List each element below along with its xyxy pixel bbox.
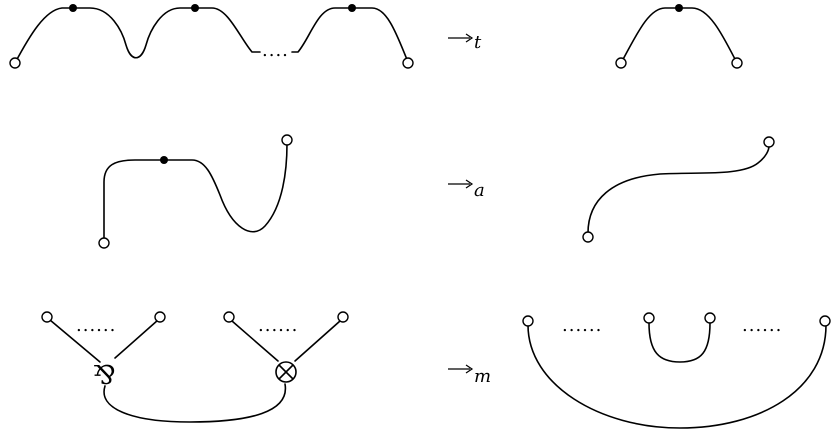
row-a-left-net [98,134,293,249]
row-m-tensor-port-left [223,311,235,323]
row-m-tensor-link-left [231,320,279,362]
row-m-tensor-port-right [337,311,349,323]
row-m-arrow: m [448,364,491,387]
row-m-par-symbol: ⅋ [93,361,116,391]
row-m-label: m [474,366,491,387]
row-m-right-net: ...... ...... [522,312,831,429]
row-a-arrow: a [448,179,485,201]
row-m-par-link-right [114,319,159,359]
row-a-right-wire [587,145,770,234]
row-t-left-dot-3 [348,4,356,12]
row-m-par-link-left [49,319,101,363]
row-t-left-wire-end [291,7,409,63]
row-t-left-dot-2 [191,4,199,12]
row-t-left-net: .... [9,4,414,69]
row-m-tensor-link-right [294,320,341,362]
row-m-right-port-inner-right [704,312,716,324]
row-m-par-port-left [41,311,53,323]
row-a-left-port-bottom [98,237,110,249]
row-a-right-net [582,136,775,243]
row-t-left-dot-1 [69,4,77,12]
row-a-label: a [474,180,485,201]
row-m-cut-link [103,383,287,423]
row-m-tensor-ellipsis: ...... [258,315,298,336]
row-m-right-port-outer-right [819,315,831,327]
row-t-right-wire [620,7,738,64]
row-m-tensor-symbol [275,361,297,383]
row-t-right-port-left [615,57,627,69]
row-a-left-port-top [281,134,293,146]
row-t-ellipsis: .... [262,40,289,61]
row-a-right-port-bottom [582,231,594,243]
row-t-right-port-right [731,57,743,69]
row-t-left-port-right [402,57,414,69]
row-t-left-wire [14,7,261,64]
row-a-right-port-top [763,136,775,148]
row-m-left-net: ...... ⅋ ...... [41,311,349,423]
row-t-label: t [474,32,482,53]
row-t-left-port-left [9,57,21,69]
row-t-right-net [615,4,743,69]
row-a-left-wire [103,143,288,239]
row-m-right-port-outer-left [522,315,534,327]
row-m-par-port-right [154,311,166,323]
row-t-right-dot [675,4,683,12]
row-a-left-dot [160,156,168,164]
row-m-inner-link [648,322,711,363]
row-m-right-ellipsis-right: ...... [742,315,782,336]
row-t-arrow: t [448,32,482,53]
row-m-par-ellipsis: ...... [76,315,116,336]
row-m-right-port-inner-left [643,312,655,324]
row-m-outer-link [527,324,827,429]
row-m-right-ellipsis-left: ...... [562,315,602,336]
